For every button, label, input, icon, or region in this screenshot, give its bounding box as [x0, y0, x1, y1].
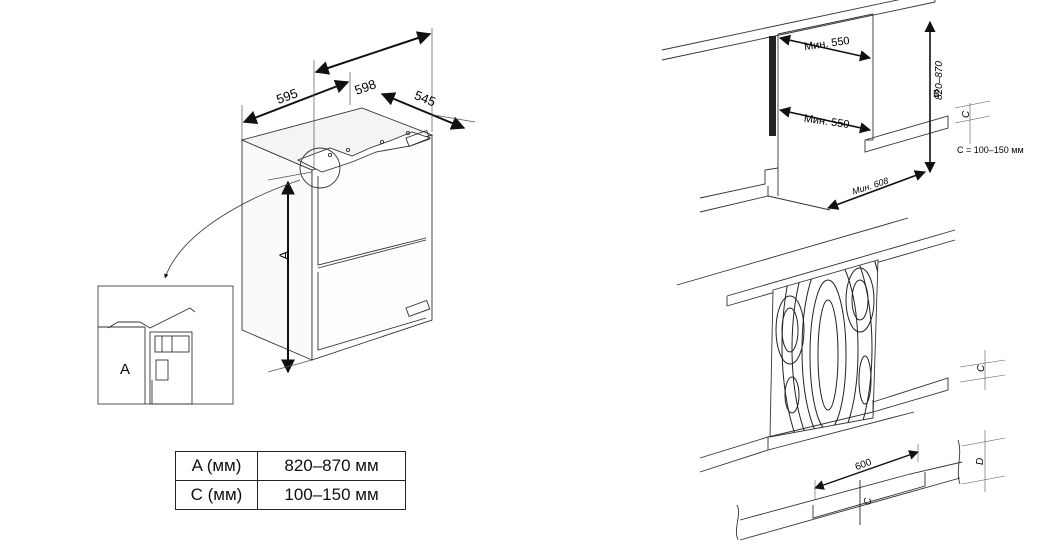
table-cell-value: 820–870 мм — [257, 451, 406, 481]
b-label: B — [933, 89, 940, 100]
top-depth-dimension-line — [314, 31, 432, 75]
side-depth-label: 545 — [412, 87, 438, 109]
cabinet-front-drawing — [676, 217, 963, 541]
width-600-label: 600 — [854, 457, 874, 473]
fridge-dimension-lines — [242, 31, 466, 374]
niche-dimension-lines — [778, 20, 936, 210]
c-right-label: C — [976, 364, 987, 372]
height-label: A — [276, 250, 292, 260]
fridge-drawing — [240, 107, 434, 361]
detail-label: A — [120, 361, 130, 378]
width-label: 595 — [274, 85, 300, 107]
height-range-label: 820–870 — [934, 61, 945, 100]
depth-dimension-line — [826, 170, 927, 210]
c-label: C — [961, 110, 972, 118]
table-cell-value: 100–150 мм — [257, 480, 406, 510]
table-row: A (мм) 820–870 мм — [175, 451, 406, 481]
width-600-dimension-line — [814, 450, 919, 490]
side-depth-dimension-line — [380, 92, 466, 130]
width-dimension-line — [242, 79, 350, 125]
d-label: D — [975, 458, 986, 465]
niche-drawing — [661, 0, 949, 213]
lower-width-dimension-line — [778, 106, 872, 134]
upper-width-dimension-line — [778, 34, 872, 62]
lower-width-label: Мин. 550 — [803, 113, 850, 131]
c-bottom-label: C — [863, 497, 874, 505]
depth-label: Мин. 608 — [851, 176, 890, 197]
upper-width-label: Мин. 550 — [803, 35, 850, 53]
dimensions-table: A (мм) 820–870 мм C (мм) 100–150 мм — [175, 451, 406, 510]
table-cell-label: A (мм) — [175, 451, 258, 481]
cabinet-dimension-lines — [814, 450, 919, 525]
table-cell-label: C (мм) — [175, 480, 258, 510]
c-range-note: C = 100–150 мм — [957, 145, 1024, 155]
detail-inset — [97, 285, 234, 405]
table-row: C (мм) 100–150 мм — [175, 480, 406, 510]
top-depth-label: 598 — [353, 76, 379, 98]
